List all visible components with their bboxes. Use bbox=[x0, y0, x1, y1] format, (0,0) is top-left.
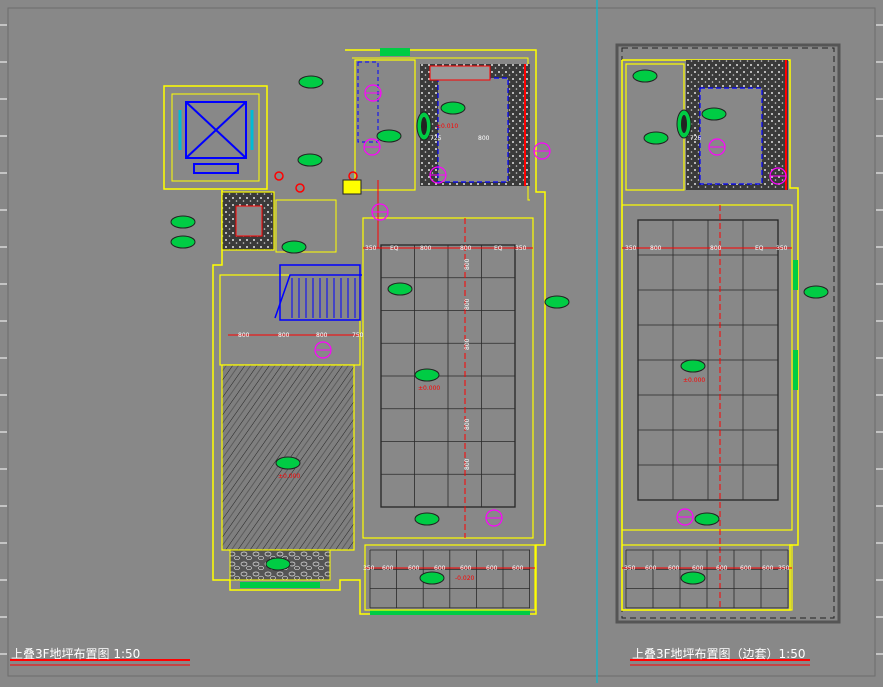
dim-text: 600 bbox=[668, 565, 680, 572]
vertical-dimension-labels: 800 800 800 800 800 bbox=[464, 258, 471, 470]
room-tag bbox=[414, 512, 440, 526]
level-balcony: -0.020 bbox=[455, 575, 475, 582]
red-point bbox=[274, 171, 284, 181]
floor-drain bbox=[342, 179, 362, 195]
dim-text: 725 bbox=[690, 135, 702, 142]
main-hall bbox=[362, 217, 534, 539]
dim-text: 350 bbox=[778, 565, 790, 572]
dim-text: 350 bbox=[515, 245, 527, 252]
fixture-symbols bbox=[274, 84, 787, 527]
dim-text: 600 bbox=[382, 565, 394, 572]
dim-text: 800 bbox=[464, 338, 471, 350]
level-stair-room: ±0.000 bbox=[278, 473, 300, 480]
dim-text: 350 bbox=[776, 245, 788, 252]
window-balcony bbox=[370, 610, 530, 615]
room-tag bbox=[440, 101, 466, 115]
room-tag bbox=[297, 153, 323, 167]
ruler-ticks bbox=[0, 24, 883, 655]
dim-text: 800 bbox=[464, 458, 471, 470]
room-tag bbox=[632, 69, 658, 83]
staircase bbox=[279, 264, 361, 321]
right-drawing-title: 上叠3F地坪布置图（边套）1:50 bbox=[632, 647, 806, 661]
dim-text: 350 bbox=[365, 245, 377, 252]
room-tags bbox=[170, 69, 829, 585]
dim-text: 600 bbox=[408, 565, 420, 572]
left-drawing-title: 上叠3F地坪布置图 1:50 bbox=[11, 647, 141, 661]
dim-text: EQ bbox=[494, 245, 503, 252]
room-tag bbox=[680, 571, 706, 585]
dim-text: 350 bbox=[625, 245, 637, 252]
left-floor-plan bbox=[163, 48, 546, 615]
room-tag bbox=[281, 240, 307, 254]
dim-text: 600 bbox=[716, 565, 728, 572]
room-tag bbox=[170, 215, 196, 229]
level-main-left: ±0.000 bbox=[418, 385, 440, 392]
level-marks: ±0.000 ±0.000 ±0.000 ±0.010 -0.020 bbox=[278, 123, 705, 582]
dim-text: 350 bbox=[624, 565, 636, 572]
room-tag bbox=[419, 571, 445, 585]
dim-text: 800 bbox=[478, 135, 490, 142]
room-tag bbox=[643, 131, 669, 145]
elevator-shaft-outer bbox=[163, 85, 268, 190]
room-tag bbox=[376, 129, 402, 143]
dim-text: 600 bbox=[692, 565, 704, 572]
dim-text: 800 bbox=[650, 245, 662, 252]
dim-text: 800 bbox=[464, 258, 471, 270]
bathroom-floor bbox=[437, 77, 509, 183]
dim-text: 750 bbox=[352, 332, 364, 339]
room-tag bbox=[803, 285, 829, 299]
room-tag bbox=[680, 359, 706, 373]
room-tag bbox=[170, 235, 196, 249]
room-tag bbox=[275, 456, 301, 470]
red-point bbox=[295, 183, 305, 193]
dim-text: 725 bbox=[430, 135, 442, 142]
dim-text: 800 bbox=[238, 332, 250, 339]
dim-text: 800 bbox=[464, 418, 471, 430]
dimension-labels: 350 EQ 800 800 EQ 350 800 800 800 750 35… bbox=[238, 135, 790, 572]
dim-text: 800 bbox=[464, 298, 471, 310]
room-tag bbox=[414, 368, 440, 382]
elevator-car bbox=[185, 101, 247, 159]
dim-text: EQ bbox=[755, 245, 764, 252]
dim-text: EQ bbox=[390, 245, 399, 252]
right-main-hall bbox=[621, 204, 793, 531]
level-main-right: ±0.000 bbox=[683, 377, 705, 384]
dim-text: 800 bbox=[710, 245, 722, 252]
dim-text: 800 bbox=[278, 332, 290, 339]
dim-text: 600 bbox=[645, 565, 657, 572]
dim-text: 600 bbox=[486, 565, 498, 572]
dim-text: 350 bbox=[363, 565, 375, 572]
dim-text: 600 bbox=[434, 565, 446, 572]
dim-text: 800 bbox=[316, 332, 328, 339]
level-bathroom: ±0.010 bbox=[436, 123, 458, 130]
dim-text: 800 bbox=[420, 245, 432, 252]
dim-text: 600 bbox=[512, 565, 524, 572]
balcony bbox=[364, 544, 536, 611]
right-border-frame bbox=[615, 43, 841, 624]
room-tag bbox=[387, 282, 413, 296]
room-tag bbox=[265, 557, 291, 571]
dim-text: 600 bbox=[740, 565, 752, 572]
room-tag bbox=[544, 295, 570, 309]
room-tag bbox=[298, 75, 324, 89]
left-outer-wall bbox=[212, 49, 546, 615]
room-tag bbox=[701, 107, 727, 121]
window-top bbox=[380, 48, 410, 56]
right-balcony bbox=[621, 544, 793, 611]
dim-text: 800 bbox=[460, 245, 472, 252]
right-floor-plan bbox=[615, 43, 841, 624]
room-tag bbox=[694, 512, 720, 526]
sheet-frame bbox=[7, 7, 876, 677]
window-bottom-left bbox=[240, 582, 320, 588]
elevator-shaft-inner bbox=[171, 93, 260, 182]
elevator-door bbox=[193, 163, 239, 174]
dim-text: 600 bbox=[762, 565, 774, 572]
dim-text: 600 bbox=[460, 565, 472, 572]
utility-room bbox=[354, 59, 416, 191]
